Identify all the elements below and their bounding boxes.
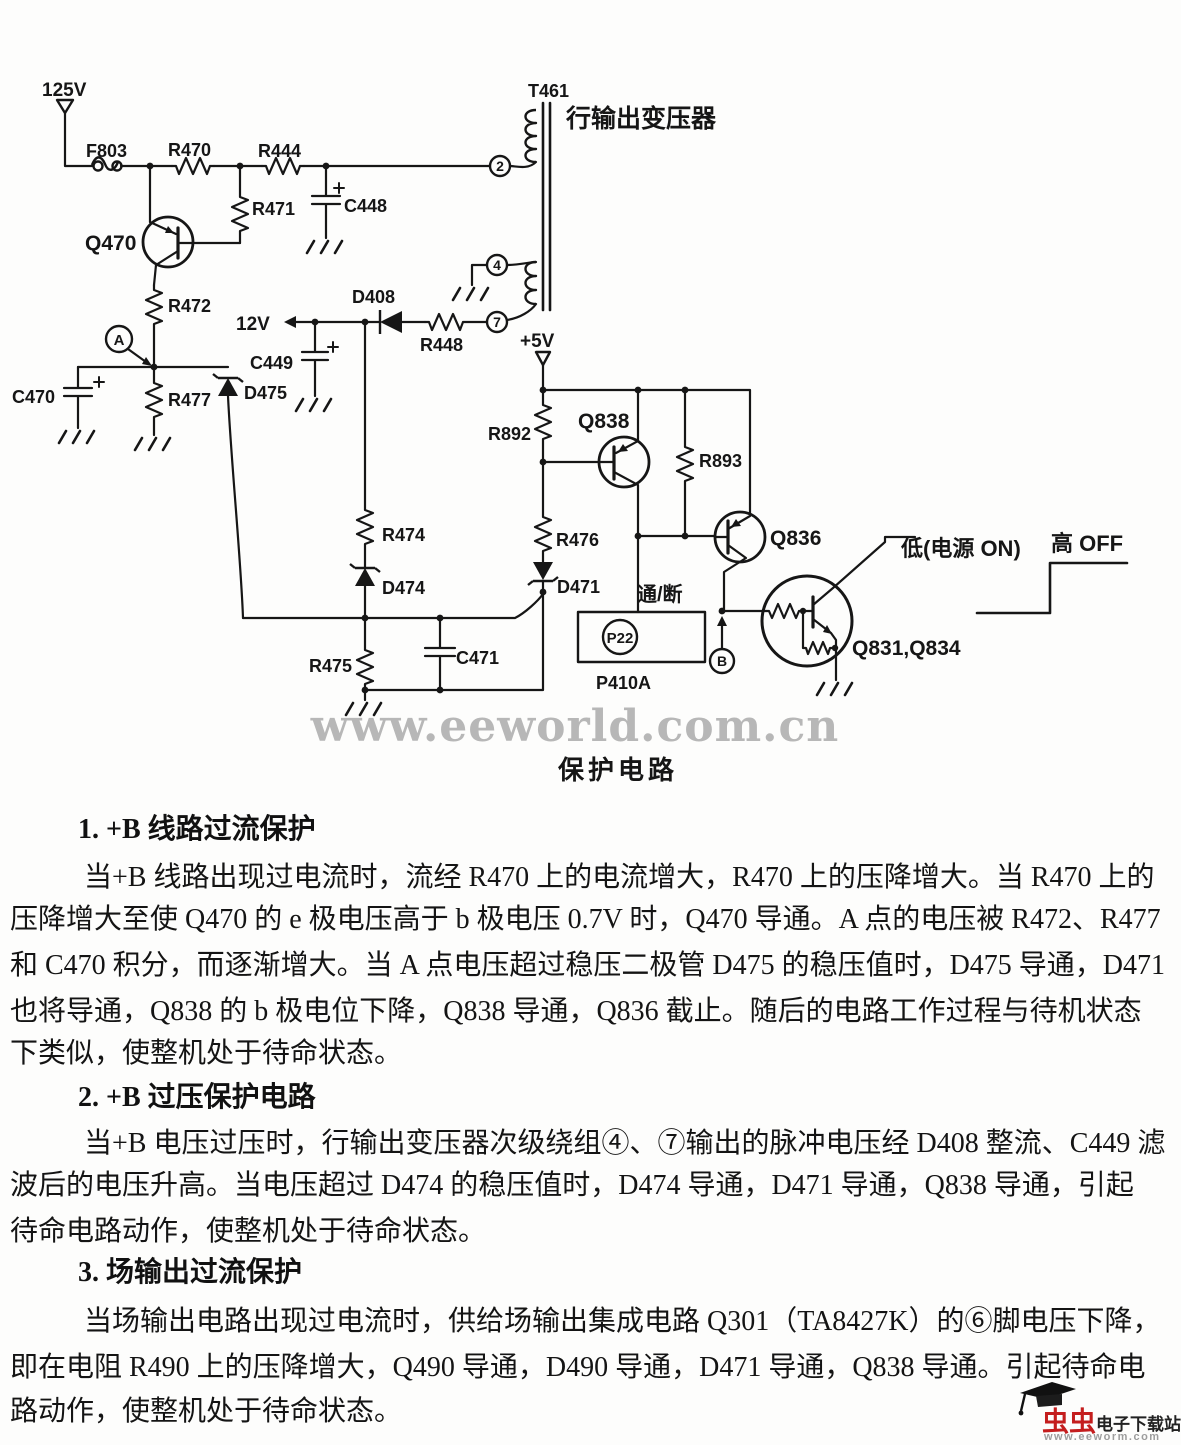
text-line: 波后的电压升高。当电压超过 D474 的稳压值时，D474 导通，D471 导通… (10, 1170, 1134, 1201)
site-logo: 虫虫 电子下载站 www.eeworm.com (1016, 1378, 1181, 1445)
resistor-r471: R471 (230, 164, 295, 245)
text-line: 下类似，使整机处于待命状态。 (10, 1038, 403, 1069)
svg-text:4: 4 (493, 257, 501, 273)
svg-text:125V: 125V (42, 80, 87, 101)
resistor-r474: R474 (355, 320, 425, 570)
svg-text:D471: D471 (557, 577, 600, 597)
supply-5v: +5V (520, 331, 752, 516)
svg-text:D475: D475 (244, 383, 287, 403)
bus-lines (241, 590, 545, 692)
svg-text:P410A: P410A (596, 673, 651, 693)
resistor-r444: R444 (258, 141, 492, 176)
transistor-q836: Q836 (713, 510, 821, 613)
svg-text:C449: C449 (250, 353, 293, 373)
output-waveform: 低(电源 ON) 高 OFF (900, 531, 1129, 615)
text-line: 当+B 电压过压时，行输出变压器次级绕组④、⑦输出的脉冲电压经 D408 整流、… (84, 1128, 1166, 1159)
resistor-r477: R477 (133, 365, 211, 452)
svg-text:C471: C471 (456, 648, 499, 668)
svg-text:D408: D408 (352, 287, 395, 307)
transformer-t461: T461 行输出变压器 2 4 7 (451, 81, 717, 334)
protection-circuit-schematic: 125V F803 R470 R444 R471 C448 Q470 (12, 80, 1129, 785)
svg-text:R471: R471 (252, 199, 295, 219)
svg-text:R448: R448 (420, 335, 463, 355)
text-line: 即在电阻 R490 上的压降增大，Q490 导通，D490 导通，D471 导通… (10, 1352, 1146, 1383)
resistor-r893: R893 (675, 388, 742, 538)
text-line: 当场输出电路出现过电流时，供给场输出集成电路 Q301（TA8427K）的⑥脚电… (84, 1306, 1161, 1337)
logo-site-name: 电子下载站 (1096, 1415, 1181, 1434)
text-line: 和 C470 积分，而逐渐增大。当 A 点电压超过稳压二极管 D475 的稳压值… (10, 950, 1166, 981)
svg-text:R444: R444 (258, 141, 301, 161)
svg-text:C448: C448 (344, 196, 387, 216)
zener-d474: D474 (349, 563, 425, 620)
diode-d408: D408 (352, 287, 427, 334)
svg-text:R893: R893 (699, 451, 742, 471)
fuse-f803: F803 (86, 141, 174, 172)
transistor-q831-q834: Q831,Q834 (760, 535, 961, 697)
zener-d471: D471 (527, 562, 600, 597)
svg-text:高 OFF: 高 OFF (1051, 531, 1123, 556)
svg-text:Q836: Q836 (770, 527, 821, 550)
resistor-r476: R476 (533, 460, 599, 564)
svg-text:R892: R892 (488, 424, 531, 444)
svg-text:R475: R475 (309, 656, 352, 676)
node-b: B (708, 609, 768, 675)
text-line: 也将导通，Q838 的 b 极电位下降，Q838 导通，Q836 截止。随后的电… (10, 996, 1142, 1027)
logo-url: www.eeworm.com (1044, 1431, 1161, 1443)
svg-text:Q838: Q838 (578, 410, 630, 433)
svg-text:低(电源 ON): 低(电源 ON) (900, 536, 1021, 561)
svg-text:D474: D474 (382, 578, 425, 598)
section-3-heading: 3. 场输出过流保护 (78, 1257, 303, 1288)
rail-12v: 12V (236, 314, 382, 335)
text-line: 待命电路动作，使整机处于待命状态。 (10, 1216, 487, 1247)
svg-text:+5V: +5V (520, 331, 555, 352)
capacitor-c449: C449 (250, 320, 339, 413)
section-1-heading: 1. +B 线路过流保护 (78, 814, 316, 845)
svg-text:F803: F803 (86, 141, 127, 161)
transistor-q470: Q470 (85, 164, 242, 287)
svg-text:7: 7 (493, 314, 501, 330)
svg-text:行输出变压器: 行输出变压器 (565, 104, 717, 133)
capacitor-c471: C471 (423, 616, 499, 692)
module-p410a: 通/断 P22 P410A (576, 582, 707, 693)
svg-text:R472: R472 (168, 296, 211, 316)
zener-d475: D475 (212, 373, 287, 620)
capacitor-c448: C448 (305, 164, 387, 255)
svg-text:R477: R477 (168, 390, 211, 410)
svg-text:R476: R476 (556, 530, 599, 550)
svg-text:T461: T461 (528, 81, 569, 101)
svg-text:B: B (717, 653, 727, 669)
text-line: 路动作，使整机处于待命状态。 (10, 1396, 403, 1427)
transistor-q838: Q838 (541, 388, 651, 614)
capacitor-c470: C470 (12, 365, 105, 445)
watermark: www.eeworld.com.cn (310, 701, 840, 752)
svg-text:通/断: 通/断 (637, 582, 683, 606)
text-line: 当+B 线路出现过电流时，流经 R470 上的电流增大，R470 上的压降增大。… (84, 862, 1155, 893)
svg-text:Q831,Q834: Q831,Q834 (852, 637, 961, 660)
section-2-heading: 2. +B 过压保护电路 (78, 1082, 316, 1113)
svg-text:R474: R474 (382, 525, 425, 545)
svg-text:A: A (114, 332, 125, 349)
graduation-cap-icon (1018, 1382, 1076, 1416)
schematic-caption: 保护电路 (557, 755, 678, 785)
logo-brand: 虫虫 (1042, 1407, 1096, 1437)
svg-text:P22: P22 (607, 630, 634, 647)
resistor-r470: R470 (168, 140, 264, 176)
resistor-r472: R472 (144, 283, 211, 369)
text-line: 压降增大至使 Q470 的 e 极电压高于 b 极电压 0.7V 时，Q470 … (10, 904, 1161, 935)
supply-125v: 125V (42, 80, 94, 168)
svg-text:C470: C470 (12, 387, 55, 407)
svg-text:2: 2 (496, 158, 504, 174)
svg-text:R470: R470 (168, 140, 211, 160)
resistor-r448: R448 (420, 312, 489, 355)
resistor-r892: R892 (488, 388, 553, 464)
resistor-r475: R475 (309, 616, 383, 717)
svg-text:12V: 12V (236, 314, 270, 335)
junction-dots (146, 162, 839, 694)
svg-text:Q470: Q470 (85, 232, 136, 255)
